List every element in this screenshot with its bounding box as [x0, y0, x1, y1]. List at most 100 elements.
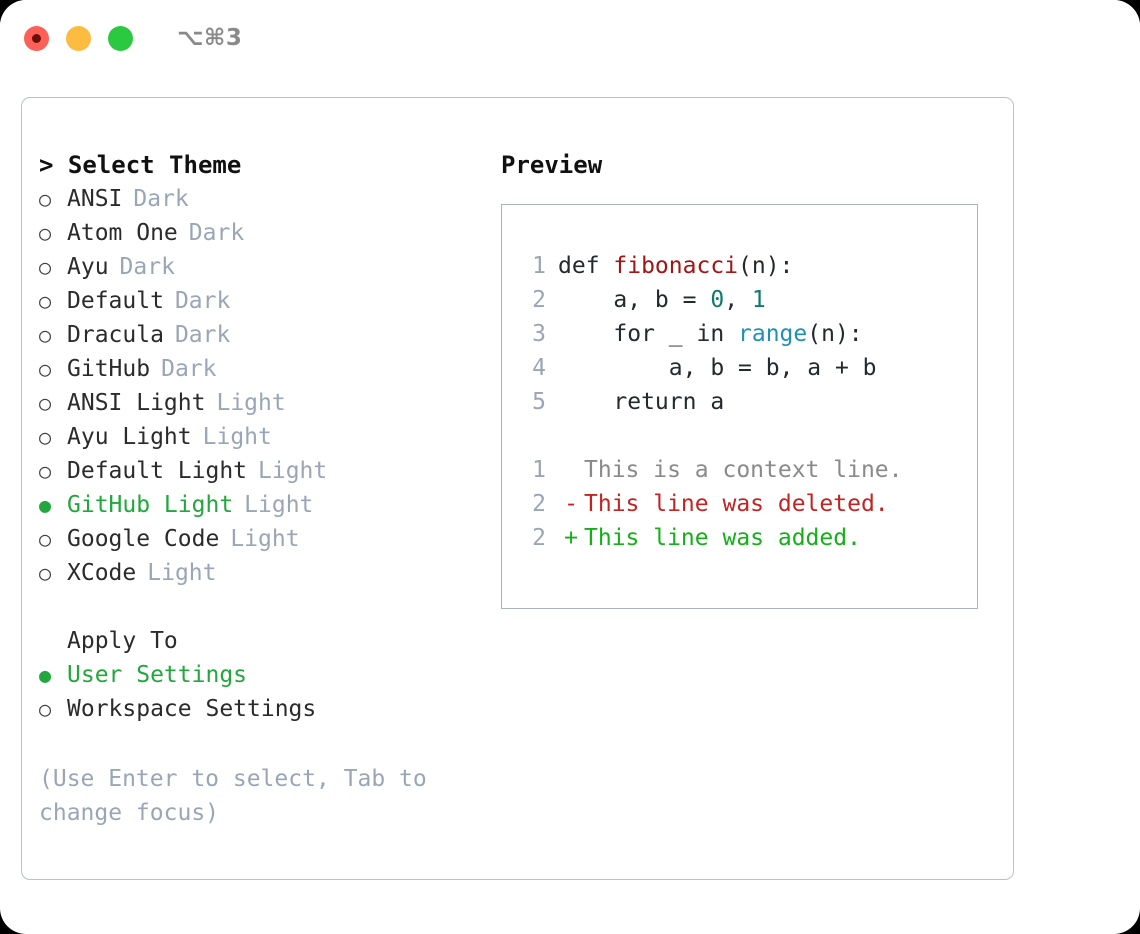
diff-line: 2-This line was deleted. — [520, 487, 977, 521]
theme-option-label: Google Code — [67, 526, 220, 552]
traffic-lights — [24, 25, 133, 51]
theme-variant-tag: Dark — [161, 356, 217, 382]
theme-variant-tag: Dark — [188, 220, 245, 246]
theme-variant-tag: Dark — [174, 322, 231, 348]
apply-to-option-workspace-settings[interactable]: ○ Workspace Settings — [39, 692, 492, 726]
code-token-plain: a, b = — [558, 287, 711, 313]
diff-text: This is a context line. — [584, 457, 903, 483]
close-button[interactable] — [24, 25, 49, 51]
diff-line: 1 This is a context line. — [520, 453, 977, 487]
theme-option-default-light[interactable]: ○ Default Light Light — [39, 454, 492, 488]
theme-variant-tag: Light — [258, 458, 328, 484]
line-number: 5 — [532, 389, 546, 415]
radio-unselected-icon: ○ — [39, 255, 52, 279]
code-token-num: 1 — [751, 287, 766, 313]
code-line: 4 a, b = b, a + b — [520, 351, 977, 385]
apply-to-option-label: User Settings — [67, 662, 248, 688]
code-token-plain: (n): — [738, 253, 794, 279]
code-token-plain: (n): — [807, 321, 863, 347]
apply-to-option-user-settings[interactable]: ● User Settings — [39, 658, 492, 692]
radio-unselected-icon: ○ — [39, 391, 52, 415]
diff-block: 1 This is a context line.2-This line was… — [520, 453, 977, 555]
theme-option-label: XCode — [67, 560, 137, 586]
select-theme-header: > Select Theme — [39, 151, 242, 179]
maximize-button[interactable] — [108, 25, 133, 51]
theme-option-label: Default — [67, 288, 164, 314]
code-token-bi: range — [738, 321, 808, 347]
diff-text: This line was added. — [584, 525, 861, 551]
code-token-plain: def — [558, 253, 614, 279]
theme-option-label: GitHub Light — [67, 492, 234, 518]
line-number: 4 — [532, 355, 546, 381]
radio-unselected-icon: ○ — [39, 187, 52, 211]
code-token-plain: a, b = b, a + b — [558, 355, 877, 381]
radio-unselected-icon: ○ — [39, 561, 52, 585]
line-number: 2 — [532, 287, 546, 313]
theme-option-label: Atom One — [67, 220, 178, 246]
line-number: 3 — [532, 321, 546, 347]
theme-option-atom-one[interactable]: ○ Atom One Dark — [39, 216, 492, 250]
radio-unselected-icon: ○ — [39, 527, 52, 551]
preview-title: Preview — [501, 151, 603, 179]
radio-unselected-icon: ○ — [39, 697, 52, 721]
theme-option-google-code[interactable]: ○ Google Code Light — [39, 522, 492, 556]
diff-marker: + — [564, 525, 578, 551]
keyboard-hint-text: (Use Enter to select, Tab to change focu… — [39, 766, 441, 826]
apply-to-option-label: Workspace Settings — [67, 696, 317, 722]
theme-variant-tag: Light — [230, 526, 300, 552]
theme-variant-tag: Light — [244, 492, 314, 518]
code-token-fn: fibonacci — [613, 253, 739, 279]
theme-option-github-light[interactable]: ● GitHub Light Light — [39, 488, 492, 522]
code-line: 3 for _ in range(n): — [520, 317, 977, 351]
theme-variant-tag: Light — [202, 424, 272, 450]
diff-marker — [558, 453, 584, 487]
theme-variant-tag: Light — [216, 390, 286, 416]
radio-unselected-icon: ○ — [39, 425, 52, 449]
code-line: 1 def fibonacci(n): — [520, 249, 977, 283]
code-token-plain: for _ in — [558, 321, 739, 347]
radio-selected-icon: ● — [39, 663, 52, 687]
code-token-num: 0 — [710, 287, 725, 313]
record-dot-icon — [32, 33, 41, 43]
diff-line: 2 +This line was added. — [520, 521, 977, 555]
theme-variant-tag: Dark — [133, 186, 189, 212]
code-token-plain: , — [724, 287, 752, 313]
code-token-plain: return a — [558, 389, 725, 415]
radio-unselected-icon: ○ — [39, 459, 52, 483]
radio-unselected-icon: ○ — [39, 221, 52, 245]
theme-option-label: Ayu — [67, 254, 109, 280]
minimize-button[interactable] — [66, 25, 91, 51]
title-bar: ⌥⌘3 — [0, 0, 1140, 76]
code-line: 2 a, b = 0, 1 — [520, 283, 977, 317]
theme-option-dracula[interactable]: ○ Dracula Dark — [39, 318, 492, 352]
theme-variant-tag: Light — [147, 560, 217, 586]
apply-to-header: Apply To — [67, 628, 178, 654]
theme-option-label: Dracula — [67, 322, 164, 348]
line-number: 1 — [532, 457, 546, 483]
theme-variant-tag: Dark — [174, 288, 231, 314]
radio-selected-icon: ● — [39, 493, 52, 517]
theme-option-label: Default Light — [67, 458, 248, 484]
diff-text: This line was deleted. — [584, 491, 889, 517]
line-number: 2 — [532, 525, 546, 551]
diff-marker: - — [564, 491, 578, 517]
theme-option-xcode[interactable]: ○ XCode Light — [39, 556, 492, 590]
radio-unselected-icon: ○ — [39, 323, 52, 347]
apply-to-list: ● User Settings ○ Workspace Settings — [39, 658, 492, 726]
line-number: 1 — [532, 253, 546, 279]
code-line: 5 return a — [520, 385, 977, 419]
radio-unselected-icon: ○ — [39, 357, 52, 381]
